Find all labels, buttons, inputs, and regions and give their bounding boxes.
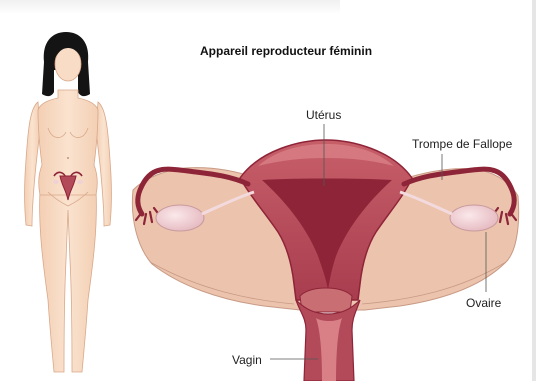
label-vagina: Vagin (232, 353, 262, 367)
right-arm (96, 102, 112, 226)
left-ovary (156, 205, 204, 231)
navel (67, 157, 69, 159)
right-ovary (450, 205, 498, 231)
label-ovary: Ovaire (466, 296, 501, 310)
female-body-figure (25, 32, 112, 372)
label-fallopian-tube: Trompe de Fallope (412, 137, 512, 151)
left-arm (25, 102, 41, 226)
legs (40, 190, 97, 372)
reproductive-organs-diagram (132, 140, 518, 381)
label-uterus: Utérus (306, 108, 341, 122)
diagram-title: Appareil reproducteur féminin (200, 44, 372, 58)
